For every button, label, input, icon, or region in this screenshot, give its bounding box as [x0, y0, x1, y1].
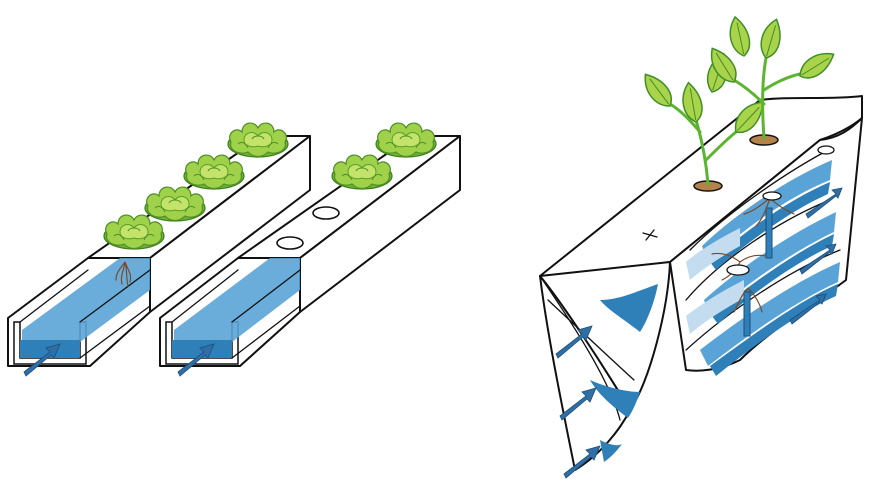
lettuce-plant — [228, 123, 288, 157]
lettuce-plant — [376, 123, 436, 157]
open-hole — [277, 237, 303, 249]
open-hole — [313, 207, 339, 219]
layflat-bag-system — [540, 15, 862, 478]
